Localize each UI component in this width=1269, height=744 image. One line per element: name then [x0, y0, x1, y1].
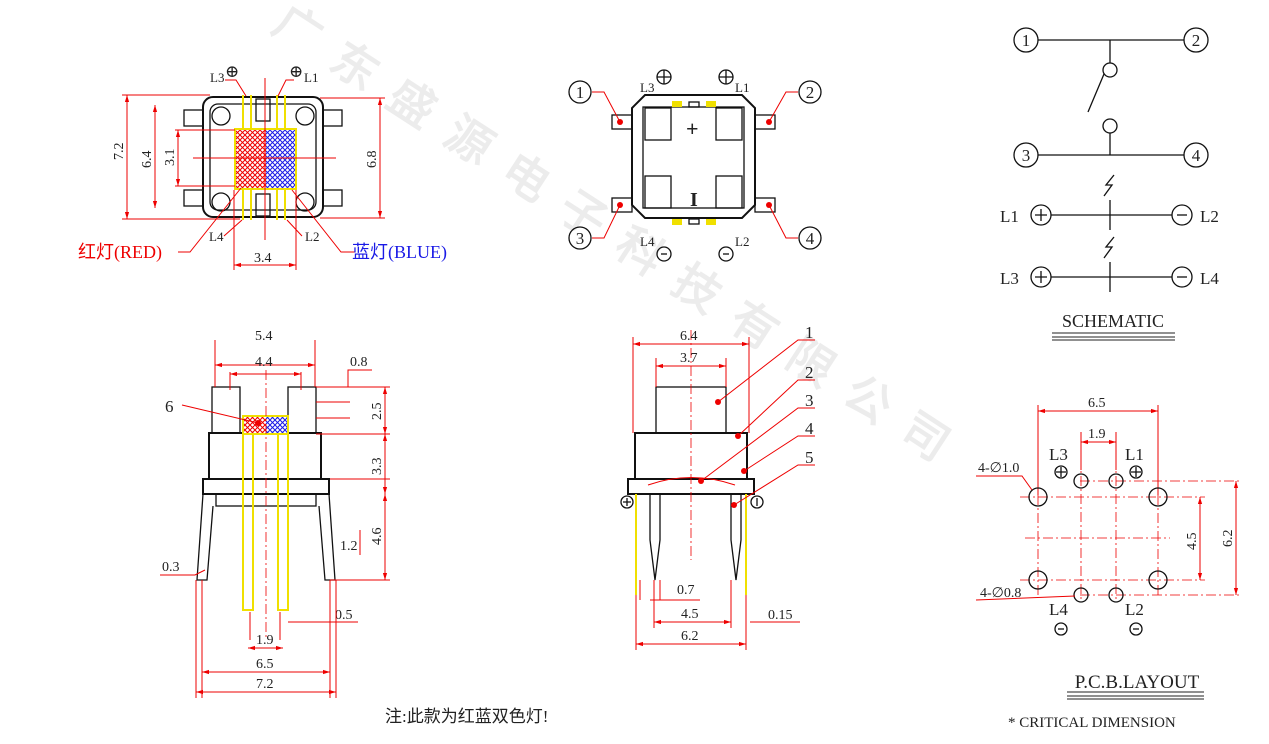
- dim-4-4: 4.4: [255, 355, 273, 370]
- callout-2: 2: [806, 83, 815, 102]
- dim-7-2: 7.2: [256, 677, 274, 692]
- footer-note: 注:此款为红蓝双色灯!: [385, 707, 548, 726]
- hole-spec-small: 4-∅0.8: [980, 586, 1021, 601]
- callout-4: 4: [805, 419, 814, 438]
- front-view: 6.4 3.7 1 2 3 4 5 0.7 4.5 6.2 0.15: [620, 323, 815, 650]
- pin-label-l3: L3: [640, 80, 654, 95]
- minus-icon: [750, 495, 764, 509]
- callout-1: 1: [805, 323, 814, 342]
- callout-4: 4: [806, 229, 815, 248]
- pin-label-l1: L1: [304, 70, 318, 85]
- dim-1-2: 1.2: [340, 539, 358, 554]
- dim-6-5: 6.5: [256, 657, 274, 672]
- dim-0-8: 0.8: [350, 355, 368, 370]
- dim-0-3: 0.3: [162, 560, 180, 575]
- dim-4-5: 4.5: [1185, 533, 1200, 551]
- dim-3-3: 3.3: [370, 458, 385, 476]
- schematic: 1 2 3 4 L1 L2 L3 L4 SCHEMATIC: [1000, 27, 1219, 341]
- dim-6-5: 6.5: [1088, 396, 1106, 411]
- node-1: 1: [1022, 31, 1031, 50]
- minus-mark: I: [690, 189, 698, 211]
- pcb-layout: 6.5 1.9 4.5 6.2 4-∅1.0 4-∅0.8 L3 L1 L4 L…: [975, 396, 1240, 731]
- dim-5-4: 5.4: [255, 329, 273, 344]
- dim-6-2: 6.2: [681, 629, 699, 644]
- red-led-label: 红灯(RED): [78, 242, 162, 263]
- plus-icon: ⊕: [225, 62, 239, 81]
- dim-3-1: 3.1: [163, 149, 178, 167]
- callout-2: 2: [805, 363, 814, 382]
- dim-4-5: 4.5: [681, 607, 699, 622]
- dim-6-4: 6.4: [140, 151, 155, 169]
- plus-icon: [620, 495, 634, 509]
- led-l4-label: L4: [1200, 269, 1219, 288]
- pin-label-l4: L4: [640, 234, 655, 249]
- pin-label-l2: L2: [1125, 600, 1144, 619]
- dim-0-7: 0.7: [677, 583, 695, 598]
- dim-6-4: 6.4: [680, 329, 698, 344]
- led-l2-label: L2: [1200, 207, 1219, 226]
- dim-6-2: 6.2: [1221, 530, 1236, 548]
- pin-label-l3: L3: [210, 70, 224, 85]
- node-2: 2: [1192, 31, 1201, 50]
- pin-label-l3: L3: [1049, 445, 1068, 464]
- plus-icon: ⊕: [289, 62, 303, 81]
- led-row-1: L1 L2: [1000, 174, 1219, 230]
- callout-5: 5: [805, 448, 814, 467]
- pin-label-l4: L4: [209, 229, 224, 244]
- led-row-2: L3 L4: [1000, 236, 1219, 292]
- node-3: 3: [1022, 146, 1031, 165]
- dim-1-9: 1.9: [256, 633, 274, 648]
- side-view: 5.4 4.4 0.8 2.5 3.3 4.6 1.2 0.3 0.5 1.9 …: [160, 329, 390, 698]
- pin-label-l2: L2: [305, 229, 319, 244]
- pin-label-l2: L2: [735, 234, 749, 249]
- pin-label-l1: L1: [735, 80, 749, 95]
- dim-6-8: 6.8: [365, 151, 380, 169]
- hole-spec-large: 4-∅1.0: [978, 461, 1019, 476]
- node-4: 4: [1192, 146, 1201, 165]
- dim-4-6: 4.6: [370, 528, 385, 546]
- dim-0-15: 0.15: [768, 608, 793, 623]
- critical-dimension-note: * CRITICAL DIMENSION: [1008, 715, 1176, 731]
- blue-led-label: 蓝灯(BLUE): [352, 242, 447, 263]
- callout-1: 1: [576, 83, 585, 102]
- dim-7-2: 7.2: [112, 143, 127, 161]
- dim-3-4: 3.4: [254, 251, 272, 266]
- blue-led-area: [266, 130, 295, 188]
- led-l1-label: L1: [1000, 207, 1019, 226]
- dim-1-9: 1.9: [1088, 427, 1106, 442]
- pin-label-l1: L1: [1125, 445, 1144, 464]
- callout-3: 3: [805, 391, 814, 410]
- dim-2-5: 2.5: [370, 403, 385, 421]
- dim-0-5: 0.5: [335, 608, 353, 623]
- red-led-area: [236, 130, 266, 188]
- callout-6: 6: [165, 397, 174, 416]
- plus-mark: +: [686, 116, 699, 141]
- top-view: 7.2 6.4 3.1 6.8 3.4 L3 ⊕ ⊕ L1 L4 L2 红灯(R…: [78, 62, 447, 270]
- pin-label-l4: L4: [1049, 600, 1068, 619]
- schematic-title: SCHEMATIC: [1062, 311, 1164, 331]
- led-l3-label: L3: [1000, 269, 1019, 288]
- dim-3-7: 3.7: [680, 351, 698, 366]
- pcb-layout-title: P.C.B.LAYOUT: [1075, 672, 1200, 693]
- pin-view: + I L3 L1 L4 L2 1 2 3 4: [568, 69, 822, 262]
- callout-3: 3: [576, 229, 585, 248]
